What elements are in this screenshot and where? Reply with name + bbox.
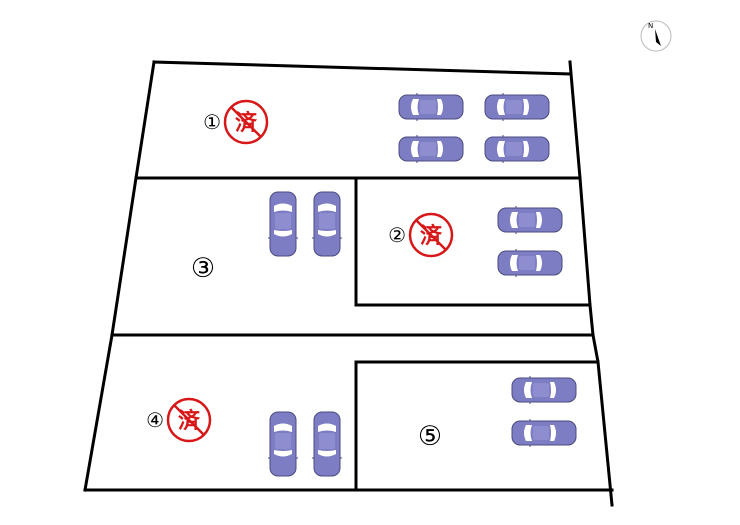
- parking-car-icon: [497, 205, 563, 235]
- lot-3[interactable]: ③: [191, 191, 343, 284]
- sold-label: 済: [235, 110, 258, 136]
- parking-car-icon: [398, 134, 464, 164]
- parking-car-icon: [484, 92, 550, 122]
- lot-number: ③: [191, 253, 215, 284]
- parking-car-icon: [511, 418, 577, 448]
- north-compass-icon: N: [640, 20, 672, 52]
- sold-stamp: 済: [223, 99, 269, 145]
- parking-car-icon: [311, 411, 343, 477]
- parking-car-icon: [484, 134, 550, 164]
- lot-number: ②: [388, 223, 406, 247]
- parking-car-icon: [511, 375, 577, 405]
- lot-number: ⑤: [418, 421, 442, 452]
- parking-car-icon: [398, 92, 464, 122]
- compass-label: N: [648, 22, 653, 30]
- lot-number: ①: [203, 110, 221, 134]
- sold-label: 済: [178, 408, 201, 434]
- lot-1[interactable]: ① 済: [203, 92, 550, 164]
- lot-5[interactable]: ⑤: [418, 375, 577, 452]
- sold-label: 済: [420, 223, 443, 249]
- sold-stamp: 済: [166, 397, 212, 443]
- north-boundary: [152, 60, 572, 76]
- lot-2[interactable]: ② 済: [388, 205, 563, 278]
- parking-car-icon: [267, 191, 299, 257]
- lot-number: ④: [146, 408, 164, 432]
- parking-car-icon: [267, 411, 299, 477]
- sold-stamp: 済: [408, 212, 454, 258]
- east-boundary: [568, 60, 614, 507]
- parking-car-icon: [311, 191, 343, 257]
- lot-4[interactable]: ④ 済: [146, 397, 343, 477]
- west-boundary: [83, 60, 156, 492]
- parking-car-icon: [497, 248, 563, 278]
- lot-boundaries: [83, 60, 614, 507]
